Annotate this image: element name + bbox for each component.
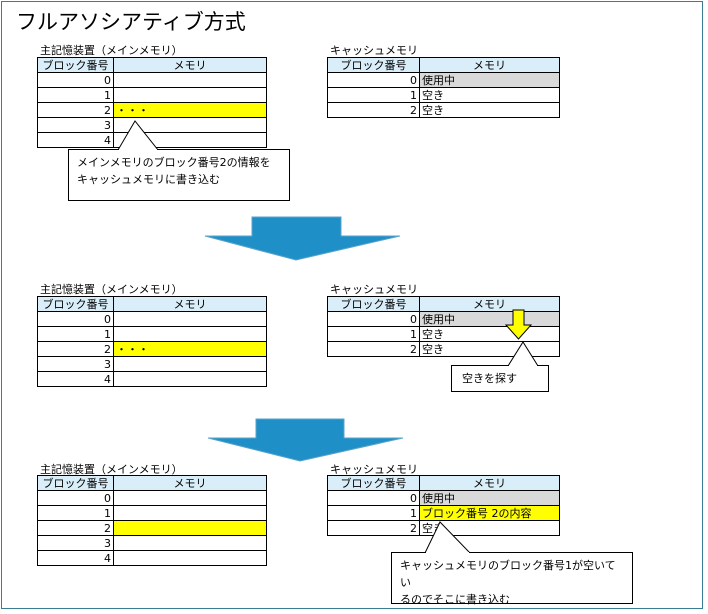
cache-memory-caption-3: キャッシュメモリ — [330, 463, 418, 476]
memory-cell — [113, 550, 267, 566]
cache-cell-used: 使用中 — [419, 72, 560, 88]
cache-memory-caption-2: キャッシュメモリ — [330, 283, 418, 296]
cache-block-no-cell: 2 — [327, 102, 420, 118]
main-memory-table-3: ブロック番号メモリ 0 1 2 3 4 — [37, 475, 267, 566]
callout-find-free: 空きを探す — [451, 365, 549, 392]
callout-line: るのでそこに書き込む — [400, 593, 510, 606]
memory-cell-highlighted: ・・・ — [113, 341, 267, 357]
header-block-no: ブロック番号 — [37, 296, 114, 312]
header-memory: メモリ — [113, 475, 267, 491]
page-title: フルアソシアティブ方式 — [16, 10, 246, 34]
memory-cell — [113, 371, 267, 387]
main-memory-table-2: ブロック番号メモリ 0 1 2・・・ 3 4 — [37, 296, 267, 387]
header-block-no: ブロック番号 — [37, 475, 114, 491]
main-memory-caption-2: 主記憶装置（メインメモリ） — [40, 283, 183, 296]
callout-line: キャッシュメモリのブロック番号1が空いてい — [400, 559, 616, 589]
main-memory-table-1: ブロック番号メモリ 0 1 2・・・ 3 4 — [37, 57, 267, 148]
callout-line: キャッシュメモリに書き込む — [77, 173, 220, 186]
main-memory-caption-3: 主記憶装置（メインメモリ） — [40, 463, 183, 476]
header-memory: メモリ — [419, 475, 560, 491]
callout-write-to-cache: メインメモリのブロック番号2の情報を キャッシュメモリに書き込む — [68, 149, 290, 201]
header-block-no: ブロック番号 — [327, 296, 420, 312]
memory-cell-highlighted: ・・・ — [113, 102, 267, 118]
cache-cell-written: ブロック番号 2の内容 — [419, 505, 560, 521]
callout-write-result: キャッシュメモリのブロック番号1が空いてい るのでそこに書き込む — [391, 552, 633, 606]
header-memory: メモリ — [419, 296, 560, 312]
header-block-no: ブロック番号 — [327, 57, 420, 73]
header-memory: メモリ — [113, 57, 267, 73]
cache-cell: 空き — [419, 102, 560, 118]
callout-line: 空きを探す — [462, 372, 517, 385]
main-memory-caption-1: 主記憶装置（メインメモリ） — [40, 44, 183, 57]
cache-cell: 空き — [419, 520, 560, 536]
callout-line: メインメモリのブロック番号2の情報を — [77, 156, 271, 169]
header-memory: メモリ — [113, 296, 267, 312]
cache-memory-caption-1: キャッシュメモリ — [330, 44, 418, 57]
